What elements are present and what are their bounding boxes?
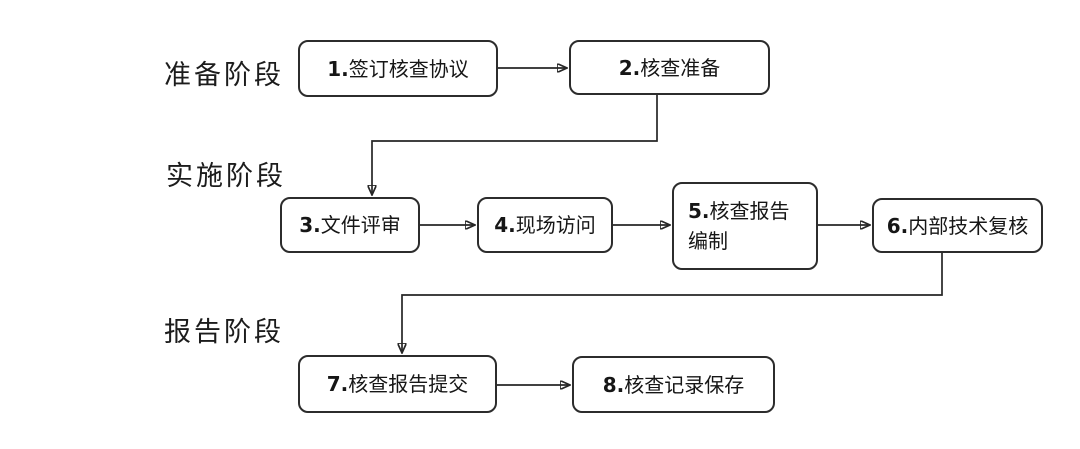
- step-number: 7.: [326, 372, 349, 396]
- step-box-verification-prep: 2.核查准备: [569, 40, 770, 95]
- stage-label-reporting: 报告阶段: [164, 317, 284, 348]
- step-label-lines: 5.核查报告 编制: [688, 196, 790, 256]
- stage-label-preparation: 准备阶段: [164, 60, 284, 91]
- step-number: 1.: [327, 56, 349, 81]
- step-box-report-submission: 7.核查报告提交: [298, 355, 497, 413]
- step-box-record-retention: 8.核查记录保存: [572, 356, 775, 413]
- step-box-sign-agreement: 1.签订核查协议: [298, 40, 498, 97]
- step-label: 文件评审: [320, 213, 401, 237]
- step-label-line2: 编制: [688, 229, 728, 253]
- step-number: 5.: [688, 199, 710, 223]
- step-box-site-visit: 4.现场访问: [477, 197, 613, 253]
- step-label: 内部技术复核: [908, 213, 1029, 238]
- step-number: 3.: [299, 213, 321, 237]
- step-box-internal-technical-review: 6.内部技术复核: [872, 198, 1043, 253]
- step-label: 现场访问: [515, 213, 596, 237]
- step-label: 签订核查协议: [348, 56, 469, 81]
- stage-label-implementation: 实施阶段: [166, 161, 286, 192]
- step-box-document-review: 3.文件评审: [280, 197, 420, 253]
- connector-arrow-6-7: [402, 253, 943, 353]
- step-label: 核查记录保存: [624, 372, 745, 397]
- step-number: 4.: [494, 213, 516, 237]
- step-number: 6.: [886, 213, 909, 238]
- step-box-report-drafting: 5.核查报告 编制: [672, 182, 818, 270]
- step-label: 核查报告提交: [348, 372, 469, 396]
- step-number: 8.: [602, 372, 625, 397]
- connector-arrow-2-3: [372, 95, 658, 195]
- step-number: 2.: [618, 55, 641, 80]
- step-label-line1: 5.核查报告: [688, 199, 790, 223]
- step-label: 核查准备: [640, 55, 721, 80]
